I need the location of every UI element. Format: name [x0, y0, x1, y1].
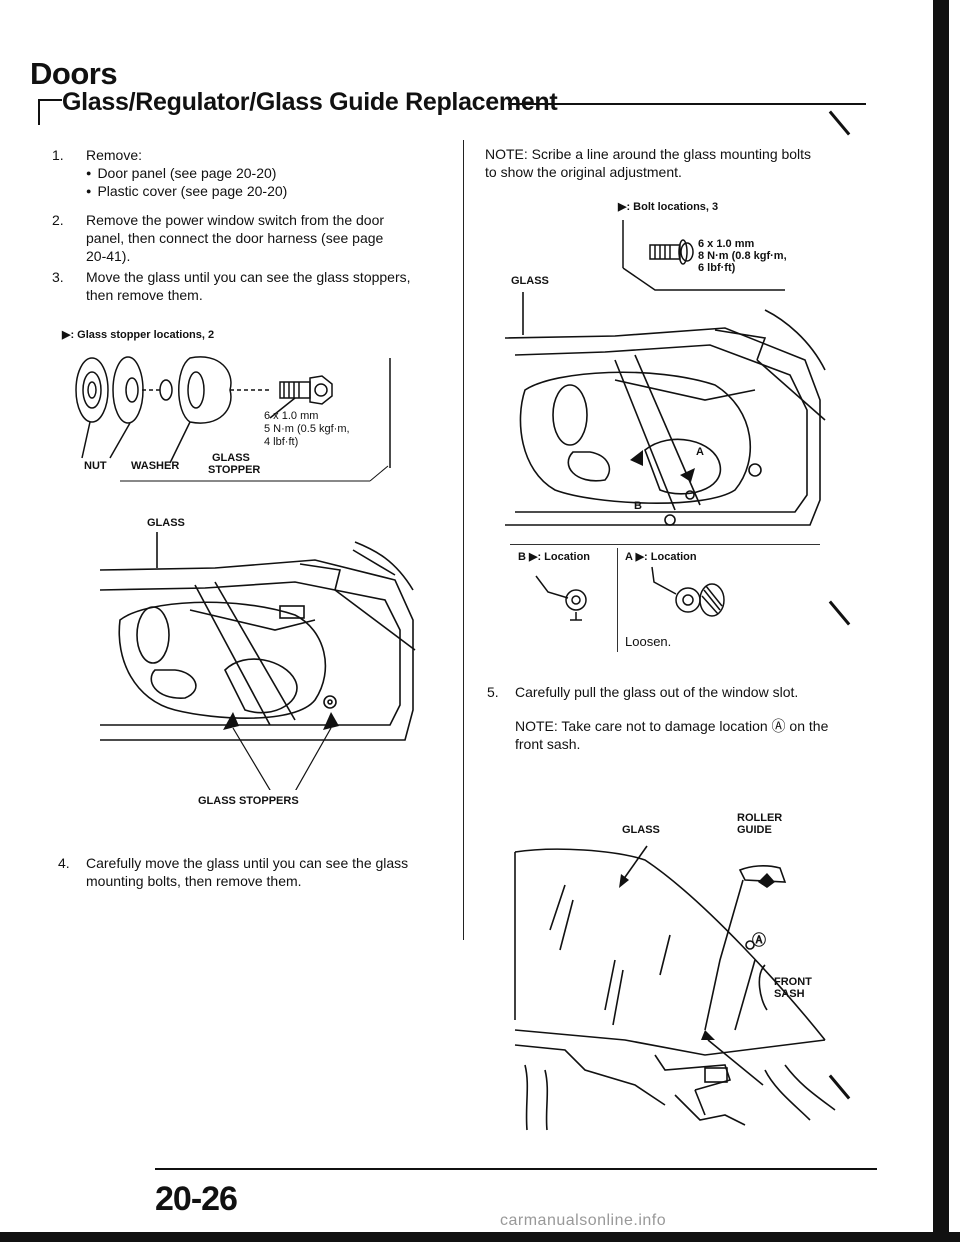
callout-a-sash: Ⓐ — [752, 932, 766, 948]
tab-mark-2 — [828, 600, 851, 626]
step-3-line: then remove them. — [86, 287, 203, 303]
glass-stopper-diagram — [75, 356, 391, 482]
step-5-text: Carefully pull the glass out of the wind… — [515, 684, 799, 700]
column-divider — [463, 140, 464, 940]
loosen-note: Loosen. — [625, 634, 672, 649]
step-4-number: 4. — [58, 855, 70, 871]
location-a-label: A ▶: Location — [625, 551, 697, 563]
title-bracket — [38, 99, 62, 125]
step-5-number: 5. — [487, 684, 499, 700]
list-item: Plastic cover (see page 20-20) — [86, 182, 452, 200]
torque-spec-2: 6 x 1.0 mm 8 N·m (0.8 kgf·m, 6 lbf·ft) — [698, 238, 787, 274]
step-1: 1. Remove: Door panel (see page 20-20) P… — [52, 146, 452, 200]
step-2-number: 2. — [52, 212, 64, 228]
step-4-line: mounting bolts, then remove them. — [86, 873, 302, 889]
bolt-diagram — [622, 220, 785, 291]
bolt-caption: ▶: Bolt locations, 3 — [618, 201, 719, 213]
note-front-sash: NOTE: Take care not to damage location Ⓐ… — [515, 718, 829, 752]
note-scribe: NOTE: Scribe a line around the glass mou… — [485, 146, 812, 180]
location-b-label: B ▶: Location — [518, 551, 591, 563]
label-glass-removal: GLASS — [622, 824, 660, 836]
page-number: 20-26 — [155, 1180, 238, 1218]
glass-removal-diagram — [514, 845, 836, 1131]
step-4-line: Carefully move the glass until you can s… — [86, 855, 409, 871]
step-1-number: 1. — [52, 147, 64, 163]
torque-spec-1: 6 x 1.0 mm 5 N·m (0.5 kgf·m, 4 lbf·ft) — [264, 410, 350, 448]
step-3: 3. Move the glass until you can see the … — [52, 268, 452, 304]
step-4: 4. Carefully move the glass until you ca… — [52, 854, 452, 890]
location-divider — [617, 548, 618, 652]
section-title: Doors — [30, 56, 118, 91]
label-glass-stoppers: GLASS STOPPERS — [198, 795, 299, 807]
step-2-line: 20-41). — [86, 248, 131, 264]
bolt-b-icon — [535, 575, 587, 621]
callout-b-door: B — [634, 500, 642, 512]
binding-edge — [933, 0, 949, 1242]
page-subtitle: Glass/Regulator/Glass Guide Replacement — [62, 88, 558, 116]
bottom-edge — [0, 1232, 960, 1242]
tab-mark-1 — [828, 110, 851, 136]
bottom-rule — [155, 1168, 877, 1170]
step-2: 2. Remove the power window switch from t… — [52, 211, 452, 265]
label-washer: WASHER — [131, 460, 180, 472]
door-diagram-left — [99, 532, 416, 790]
step-1-text: Remove: — [86, 147, 143, 163]
label-nut: NUT — [84, 460, 107, 472]
stopper-caption: ▶: Glass stopper locations, 2 — [62, 329, 215, 341]
door-diagram-right — [504, 292, 826, 526]
label-glass-right: GLASS — [511, 275, 549, 287]
callout-a-door: A — [696, 446, 704, 458]
step-2-line: Remove the power window switch from the … — [86, 212, 385, 228]
title-rule — [508, 103, 866, 105]
label-glass-stopper: GLASS STOPPER — [208, 452, 261, 476]
label-front-sash: FRONT SASH — [774, 976, 812, 1000]
bolt-a-icon — [651, 566, 725, 617]
label-roller-guide: ROLLER GUIDE — [737, 812, 783, 836]
location-rule — [510, 544, 820, 545]
watermark: carmanualsonline.info — [500, 1212, 667, 1229]
label-glass-left: GLASS — [147, 517, 185, 529]
step-3-number: 3. — [52, 269, 64, 285]
step-3-line: Move the glass until you can see the gla… — [86, 269, 411, 285]
step-2-line: panel, then connect the door harness (se… — [86, 230, 384, 246]
list-item: Door panel (see page 20-20) — [86, 164, 452, 182]
step-5: 5. Carefully pull the glass out of the w… — [487, 683, 887, 701]
